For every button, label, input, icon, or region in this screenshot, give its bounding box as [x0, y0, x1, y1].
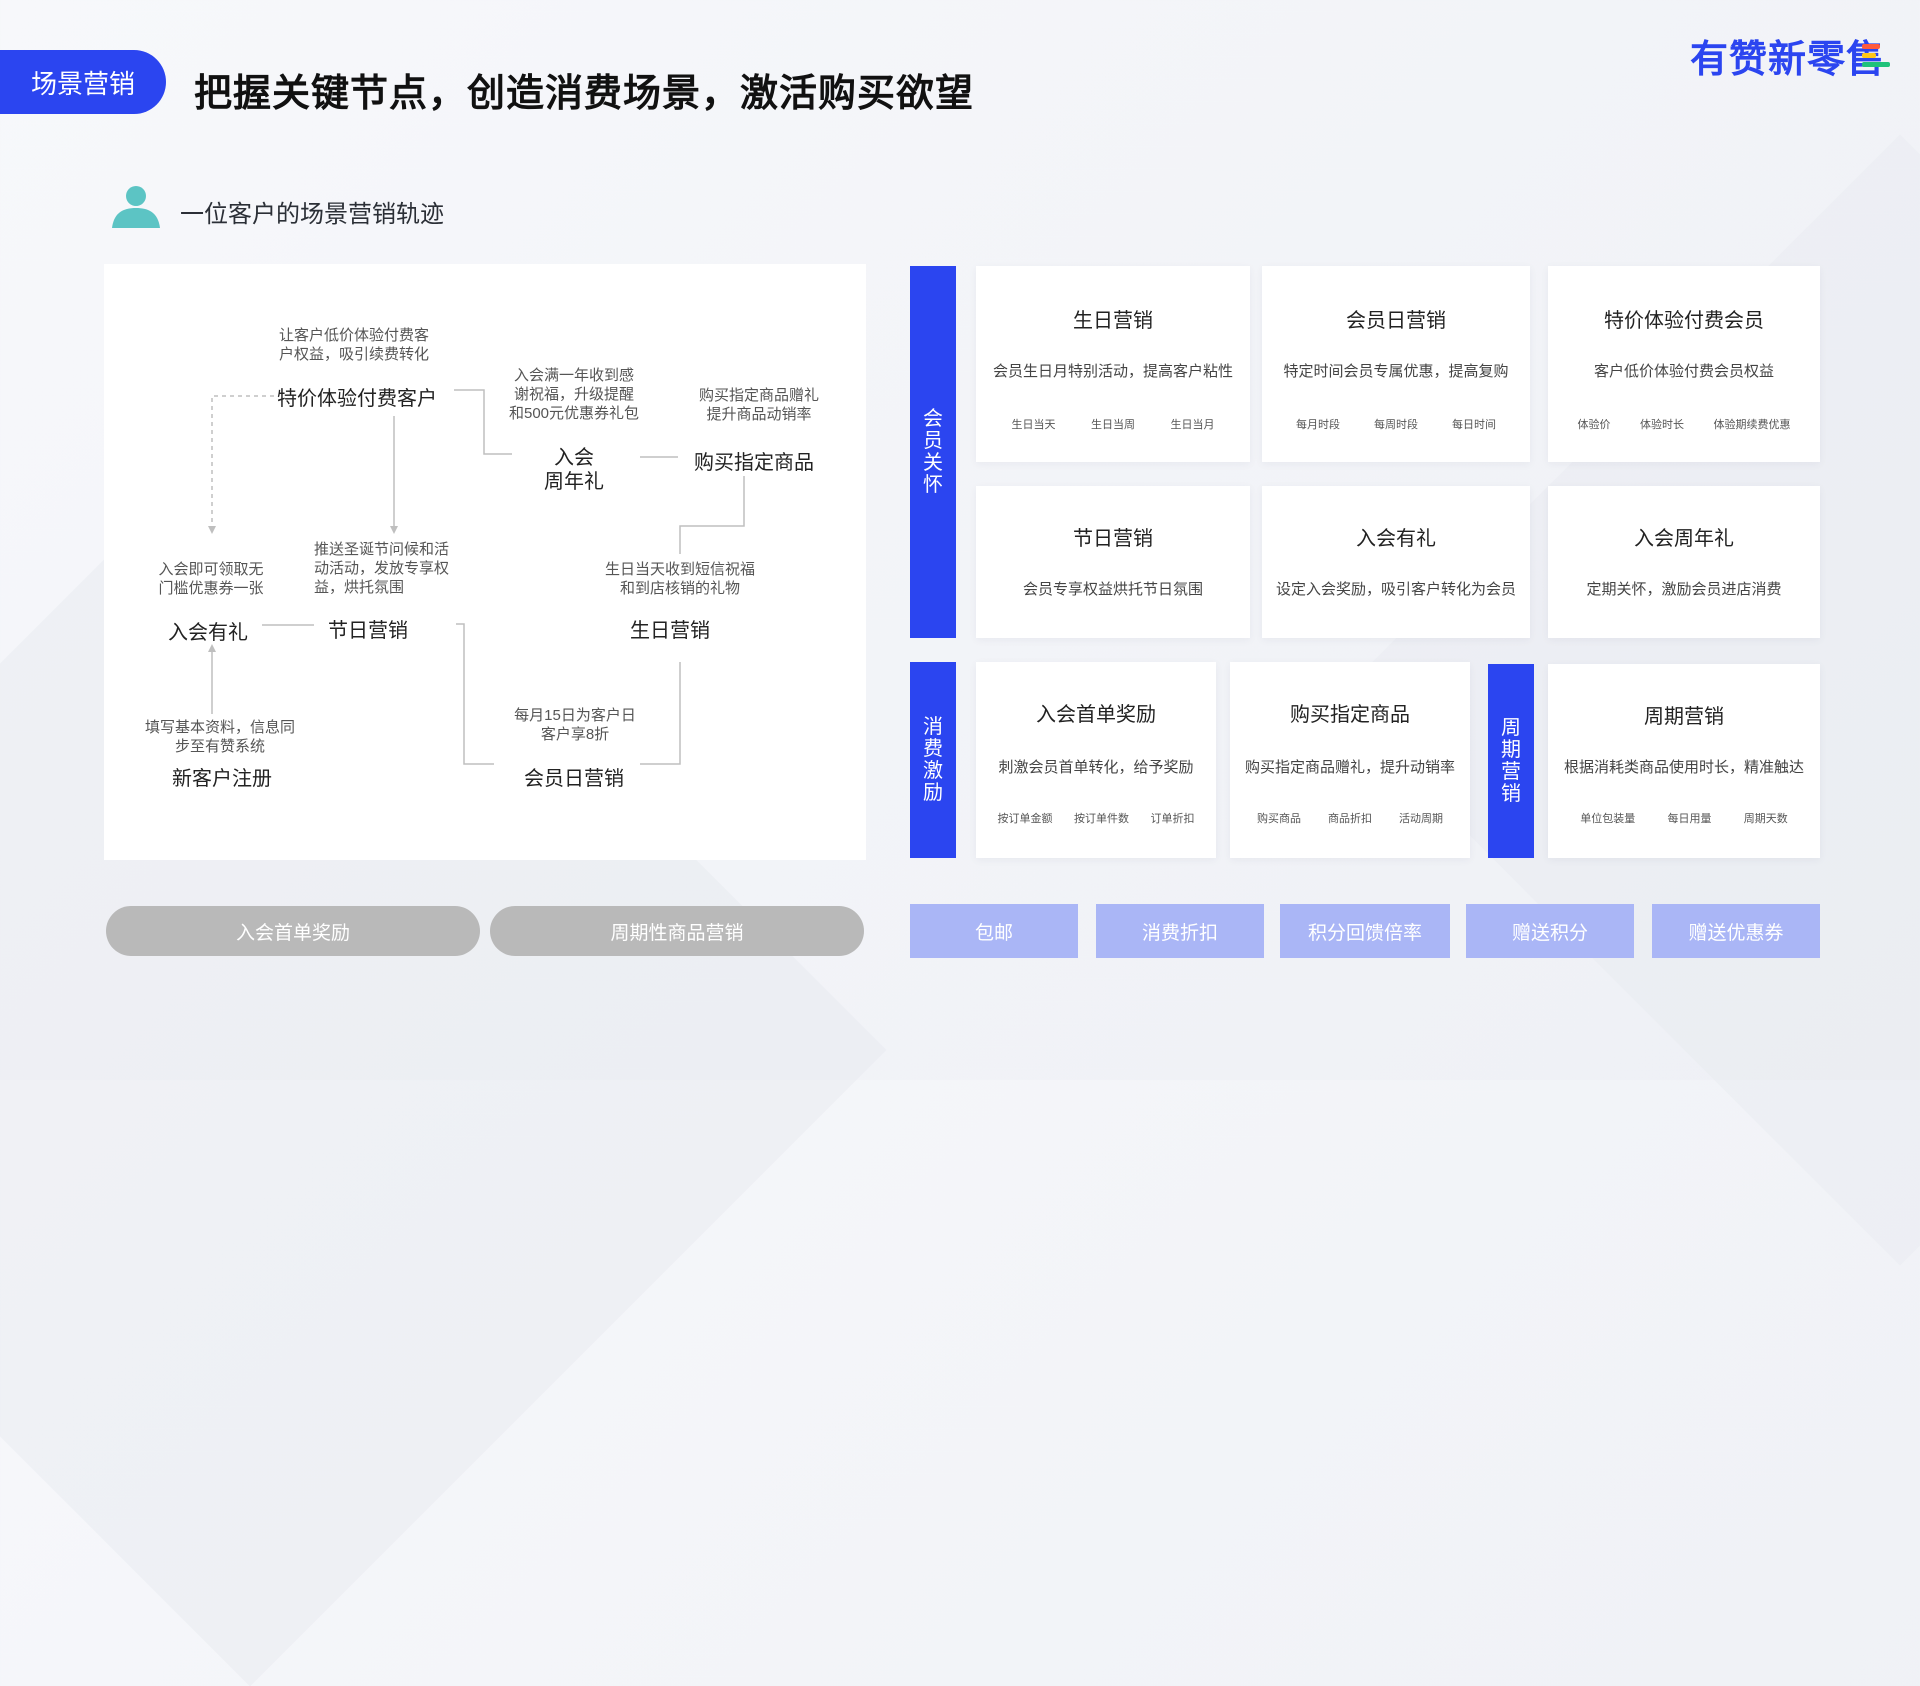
join-gift-note: 入会即可领取无门槛优惠券一张 [158, 561, 264, 597]
card-trial-member[interactable]: 特价体验付费会员 客户低价体验付费会员权益 体验价体验时长体验期续费优惠 [1548, 266, 1820, 462]
card-cycle[interactable]: 周期营销 根据消耗类商品使用时长，精准触达 单位包装量每日用量周期天数 [1548, 664, 1820, 858]
pill-gift-coupon[interactable]: 赠送优惠券 [1652, 904, 1820, 958]
card-buy-product[interactable]: 购买指定商品 购买指定商品赠礼，提升动销率 购买商品商品折扣活动周期 [1230, 662, 1470, 858]
node-member-day: 会员日营销 [524, 768, 624, 790]
person-icon [112, 186, 160, 228]
card-birthday[interactable]: 生日营销 会员生日月特别活动，提高客户粘性 生日当天生日当周生日当月 [976, 266, 1250, 462]
pill-points-multiplier[interactable]: 积分回馈倍率 [1280, 904, 1450, 958]
card-anniversary[interactable]: 入会周年礼 定期关怀，激励会员进店消费 [1548, 486, 1820, 638]
member-day-note: 每月15日为客户日客户享8折 [514, 707, 636, 743]
card-festival[interactable]: 节日营销 会员专享权益烘托节日氛围 [976, 486, 1250, 638]
node-festival: 节日营销 [328, 620, 408, 642]
anniversary-note: 入会满一年收到感谢祝福，升级提醒和500元优惠券礼包 [508, 367, 640, 422]
node-buy-product: 购买指定商品 [694, 452, 814, 474]
festival-note: 推送圣诞节问候和活动活动，发放专享权益，烘托氛围 [314, 541, 450, 596]
journey-title: 一位客户的场景营销轨迹 [180, 201, 444, 228]
pill-consumption-discount[interactable]: 消费折扣 [1096, 904, 1264, 958]
pill-free-shipping[interactable]: 包邮 [910, 904, 1078, 958]
register-note: 填写基本资料，信息同步至有赞系统 [144, 719, 295, 755]
node-register: 新客户注册 [172, 768, 272, 790]
card-member-day[interactable]: 会员日营销 特定时间会员专属优惠，提高复购 每月时段每周时段每日时间 [1262, 266, 1530, 462]
brand-logo: 有赞新零售 [1690, 39, 1886, 81]
journey-connectors [208, 389, 745, 765]
birthday-note: 生日当天收到短信祝福和到店核销的礼物 [604, 561, 755, 597]
buy-product-note: 购买指定商品赠礼提升商品动销率 [698, 387, 819, 423]
card-join-gift[interactable]: 入会有礼 设定入会奖励，吸引客户转化为会员 [1262, 486, 1530, 638]
node-trial-customer: 特价体验付费客户 [277, 388, 437, 410]
pill-cyclic-product-marketing[interactable]: 周期性商品营销 [490, 906, 864, 956]
journey-panel: 让客户低价体验付费客户权益，吸引续费转化 特价体验付费客户 入会满一年收到感谢祝… [104, 264, 866, 860]
node-anniversary: 入会周年礼 [544, 447, 604, 493]
trial-note: 让客户低价体验付费客户权益，吸引续费转化 [278, 327, 429, 363]
group-label-cycle-marketing: 周期营销 [1488, 664, 1534, 858]
node-join-gift: 入会有礼 [168, 622, 248, 644]
logo-bars-icon [1862, 42, 1892, 68]
section-tag: 场景营销 [0, 50, 166, 114]
pill-first-order-reward[interactable]: 入会首单奖励 [106, 906, 480, 956]
group-label-consumption-incentive: 消费激励 [910, 662, 956, 858]
group-label-member-care: 会员关怀 [910, 266, 956, 638]
pill-gift-points[interactable]: 赠送积分 [1466, 904, 1634, 958]
node-birthday: 生日营销 [630, 620, 710, 642]
card-first-order[interactable]: 入会首单奖励 刺激会员首单转化，给予奖励 按订单金额按订单件数订单折扣 [976, 662, 1216, 858]
page-title: 把握关键节点，创造消费场景，激活购买欲望 [194, 73, 975, 115]
